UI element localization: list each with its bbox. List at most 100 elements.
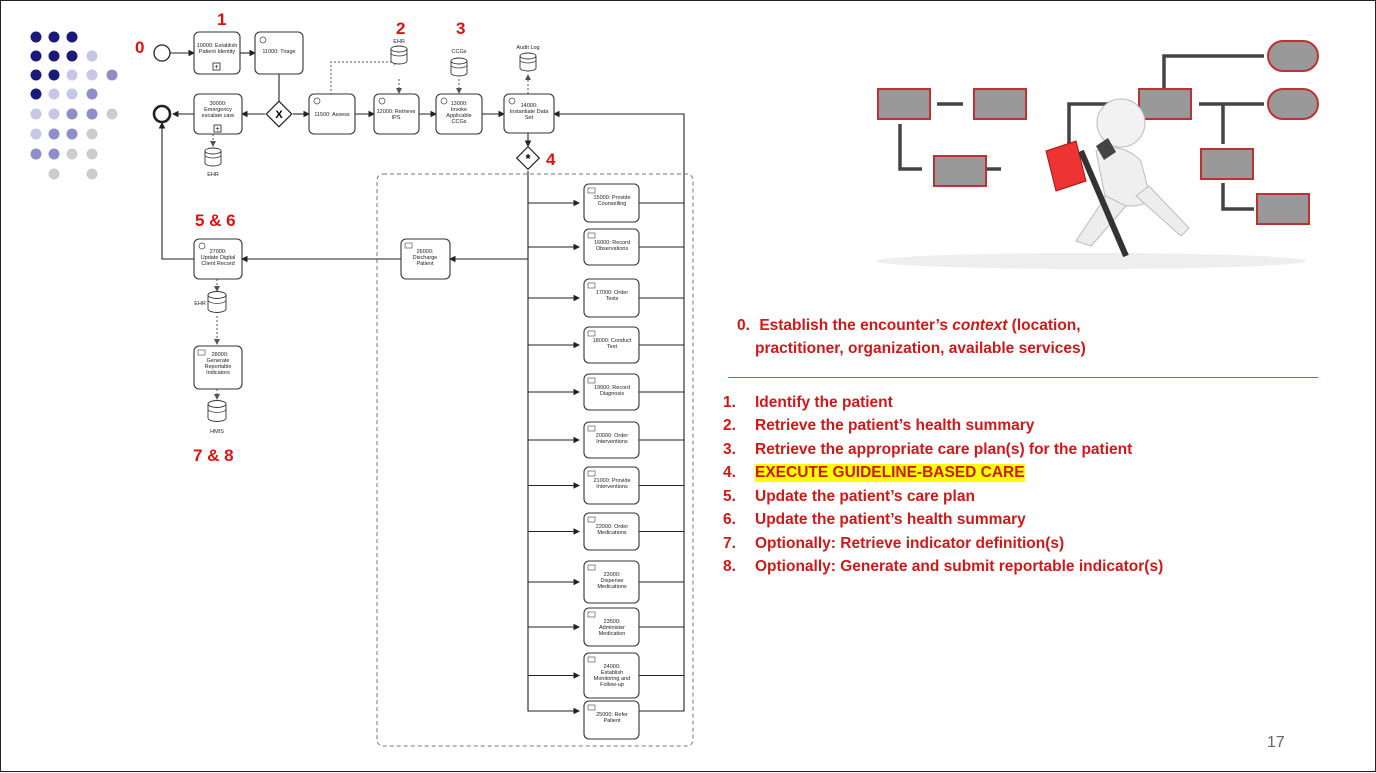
step-text: Update the patient’s health summary [755, 511, 1026, 529]
svg-text:EHR: EHR [194, 301, 206, 307]
context-num: 0. [737, 317, 750, 334]
start-event [153, 44, 171, 62]
marker-2: 2 [396, 19, 405, 38]
svg-text:11000: Triage: 11000: Triage [262, 49, 295, 55]
page-number: 17 [1267, 734, 1285, 751]
datastore-ehr-low-icon: EHR [194, 291, 227, 313]
step-number: 5. [723, 487, 736, 505]
logo-dots-icon [30, 31, 118, 180]
task-icon [587, 330, 596, 337]
figure-with-wrench-icon [1045, 98, 1190, 258]
task-icon [587, 377, 596, 384]
datastore-audit-log-icon: Audit Log [516, 45, 540, 72]
step-text: Update the patient’s care plan [755, 487, 975, 505]
step-text: Optionally: Retrieve indicator definitio… [755, 534, 1065, 552]
step-item: 7.Optionally: Retrieve indicator definit… [723, 532, 1363, 556]
step-item: 2. Retrieve the patient’s health summary [723, 415, 1363, 439]
svg-text:+: + [215, 126, 219, 133]
step-number: 8. [723, 558, 736, 576]
task-icon [587, 470, 596, 477]
exclusive-gateway-icon: X [265, 100, 293, 128]
step-item: 3.Retrieve the appropriate care plan(s) … [723, 438, 1363, 462]
svg-text:HMIS: HMIS [210, 429, 224, 435]
task-icon [587, 232, 596, 239]
task-icon [587, 282, 596, 289]
svg-text:X: X [275, 109, 283, 121]
task-icon [587, 656, 596, 663]
step-text: Retrieve the patient’s health summary [755, 417, 1035, 435]
task-icon [587, 516, 596, 523]
step-item: 6. Update the patient’s health summary [723, 509, 1363, 533]
end-event [152, 104, 172, 124]
context-pre: Establish the encounter’s [759, 317, 953, 334]
marker-0: 0 [135, 38, 144, 57]
step-text: Identify the patient [755, 393, 893, 411]
task-icon [587, 564, 596, 571]
svg-text:11500: Assess: 11500: Assess [314, 112, 350, 118]
step-number: 2. [723, 417, 736, 435]
datastore-ehr-mid-icon: EHR [204, 147, 222, 178]
step-number: 6. [723, 511, 736, 529]
task-11000: 11000: Triage [254, 31, 304, 75]
step-text: Optionally: Generate and submit reportab… [755, 558, 1164, 576]
steps-list: 1.Identify the patient 2. Retrieve the pat… [723, 391, 1363, 579]
step-item: 1.Identify the patient [723, 391, 1363, 415]
task-icon [587, 704, 596, 711]
marker-7-8: 7 & 8 [193, 446, 234, 465]
step-number: 4. [723, 464, 736, 482]
workflow-illustration [876, 40, 1319, 269]
svg-text:+: + [214, 64, 218, 71]
datastore-hmis-icon: HMIS [207, 400, 227, 435]
marker-5-6: 5 & 6 [195, 211, 236, 230]
marker-3: 3 [456, 19, 465, 38]
step-text: Retrieve the appropriate care plan(s) fo… [755, 440, 1133, 458]
marker-4: 4 [546, 150, 556, 169]
svg-text:*: * [525, 151, 531, 166]
step-item: 8. Optionally: Generate and submit report… [723, 556, 1363, 580]
task-icon [587, 187, 596, 194]
svg-text:EHR: EHR [393, 39, 405, 45]
task-icon [587, 611, 596, 618]
marker-1: 1 [217, 10, 226, 29]
datastore-ccgs-icon: CCGs [450, 49, 468, 77]
parallel-gateway-icon: * [515, 145, 541, 171]
context-emphasis: context [952, 317, 1008, 334]
datastore-ehr-top-icon: EHR [390, 39, 408, 65]
